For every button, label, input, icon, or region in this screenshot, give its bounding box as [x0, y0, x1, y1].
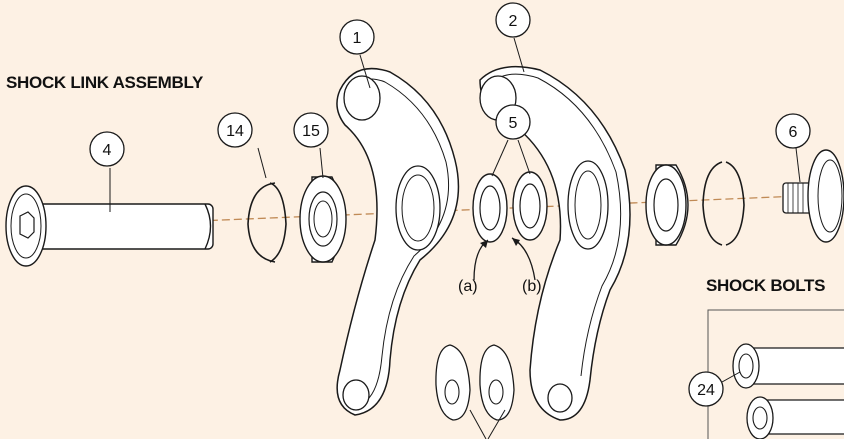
callout-5: 5 — [495, 104, 531, 140]
spacer-right — [479, 344, 515, 421]
callout-4: 4 — [89, 131, 125, 167]
spacer-left — [435, 344, 471, 421]
callout-2-label: 2 — [509, 13, 518, 30]
washer-b — [512, 171, 548, 241]
snap-ring-right — [702, 161, 745, 246]
callout-24-label: 24 — [697, 382, 715, 399]
callout-2: 2 — [495, 2, 531, 38]
sub-label-a: (a) — [458, 278, 478, 295]
callout-6-label: 6 — [789, 124, 798, 141]
shock-bolts-heading: SHOCK BOLTS — [706, 276, 826, 295]
callout-1: 1 — [339, 19, 375, 55]
bearing-left — [299, 147, 347, 263]
sub-label-b: (b) — [522, 278, 542, 295]
callout-24: 24 — [688, 371, 724, 407]
callout-14-label: 14 — [226, 123, 244, 140]
callout-14: 14 — [217, 112, 253, 148]
axle-bolt — [5, 168, 214, 267]
callout-1-label: 1 — [353, 30, 362, 47]
end-bolt — [782, 147, 844, 243]
link-arm-1 — [336, 54, 460, 416]
callout-15: 15 — [293, 112, 329, 148]
washer-a — [472, 173, 508, 243]
shock-bolts-panel — [707, 309, 844, 439]
callout-15-label: 15 — [302, 123, 320, 140]
callout-4-label: 4 — [103, 142, 112, 159]
snap-ring — [247, 147, 287, 263]
bearing-right — [645, 164, 689, 246]
shock-link-assembly-heading: SHOCK LINK ASSEMBLY — [6, 73, 204, 92]
callout-6: 6 — [775, 113, 811, 149]
callout-5-label: 5 — [509, 115, 518, 132]
